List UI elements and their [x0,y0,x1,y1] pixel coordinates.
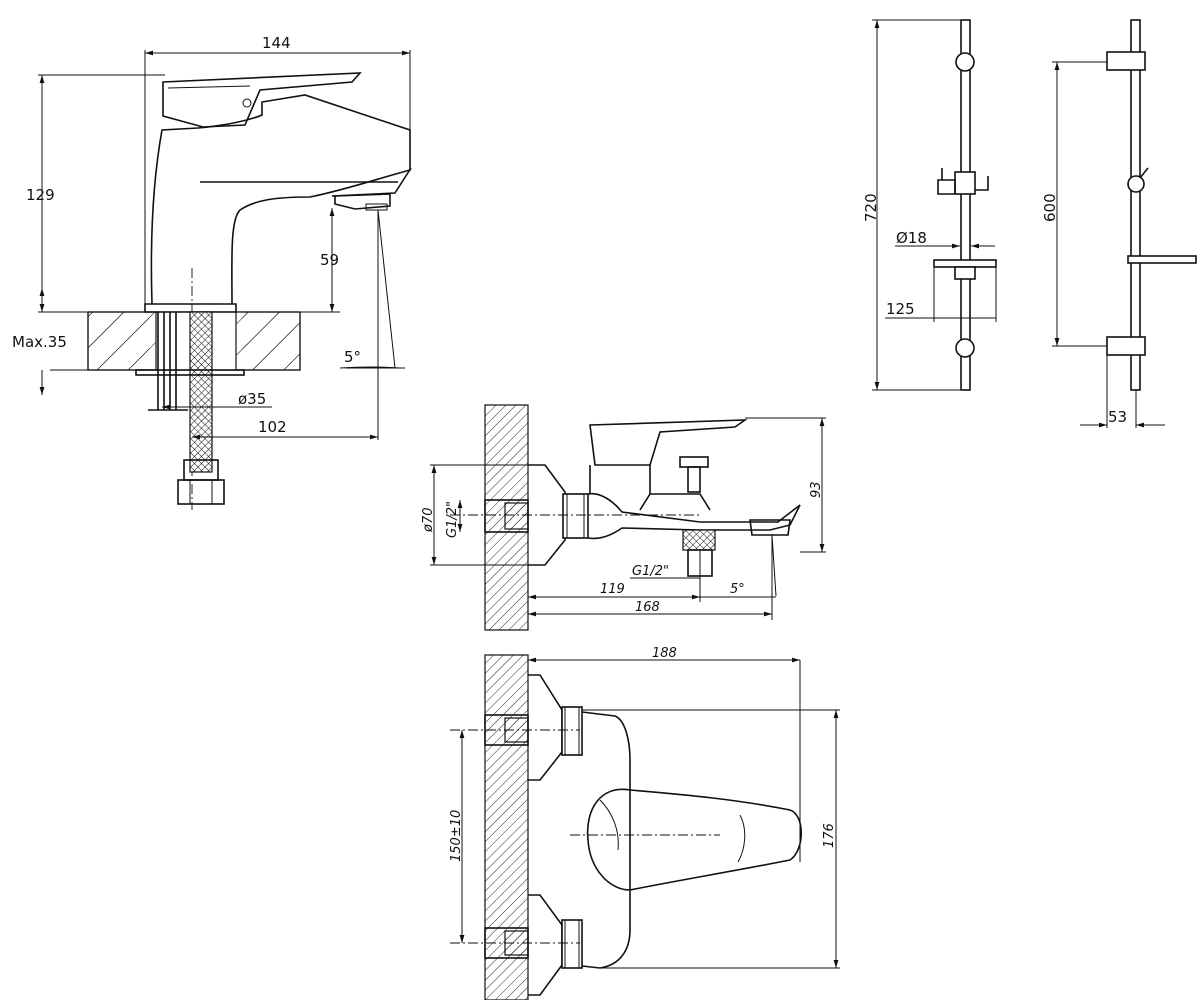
side-soap-dish [1127,255,1197,264]
basin-height-label: 129 [26,186,55,204]
shower-rail-side-view: 600 53 [1041,19,1197,428]
spout-height-label: 59 [320,251,339,269]
inlet-thread-label: G1/2" [445,501,460,538]
bath-body [587,492,801,540]
bath-mixer-top-view: 188 150±10 176 [449,646,840,1000]
top-width-label: 176 [822,823,837,848]
mixer-body [150,94,411,305]
tube-diameter-label: Ø18 [896,229,927,247]
bath-lever [589,419,748,466]
diverter-knob [679,456,709,468]
soap-dish [933,259,997,268]
side-bottom-bracket [1106,336,1146,356]
bath-height-label: 93 [809,481,824,498]
bath-angle-label: 5° [730,582,745,597]
dish-size-label: 125 [886,300,915,318]
mixer-lever [162,72,362,128]
outlet-thread-label: G1/2" [632,564,669,579]
supply-hose [189,311,213,473]
hole-diameter-label: ø35 [238,390,266,408]
hose-nut [177,479,225,505]
aerator [334,193,391,210]
bottom-bracket [955,338,975,358]
centers-label: 150±10 [449,810,464,862]
top-depth-label: 188 [652,646,677,661]
rail-tube [960,19,971,391]
basin-width-label: 144 [262,34,291,52]
shower-rail-front-view: 720 Ø18 125 [862,19,997,391]
lever-top [586,788,802,891]
flange-diameter-label: ø70 [421,508,436,534]
fixing-stud [157,312,177,410]
wall-offset-label: 53 [1108,408,1127,426]
max-thickness-label: Max.35 [12,333,67,351]
basin-mixer-view: 144 129 Max.35 59 5° ø35 102 [12,34,412,510]
bath-mixer-side-view: ø70 G1/2" 93 G1/2" 119 5° 168 [421,404,826,631]
basin-angle-label: 5° [344,348,361,366]
shower-outlet [682,529,716,551]
reach-label: 102 [258,418,287,436]
mixer-base [144,303,237,313]
bracket-spacing-label: 600 [1041,193,1059,222]
spout-reach-label: 119 [600,582,625,597]
bath-body-top [581,711,631,969]
rail-length-label: 720 [862,193,880,222]
top-bracket [955,52,975,72]
side-top-bracket [1106,51,1146,71]
total-reach-label: 168 [635,600,660,615]
slider [954,171,976,195]
